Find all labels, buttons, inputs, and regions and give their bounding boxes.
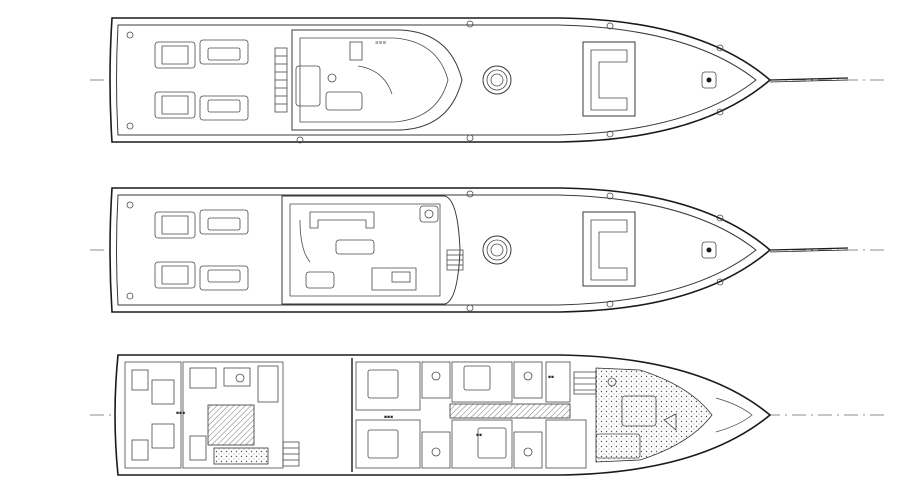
upper-bulwark xyxy=(116,24,757,136)
lower-forward-master-cabin xyxy=(595,367,713,463)
main-aft-seating xyxy=(154,209,249,291)
main-cleats xyxy=(126,190,724,312)
upper-windlass xyxy=(701,71,717,89)
lower-labels: ▪▪▪ ▪▪▪ ▪▪ ▪▪ xyxy=(176,375,554,438)
upper-stair xyxy=(274,47,288,113)
upper-cleats xyxy=(126,20,724,144)
upper-hull-outline xyxy=(109,17,772,143)
upper-foredeck-lounge xyxy=(582,41,636,117)
main-bowsprit xyxy=(769,247,849,251)
svg-text:▪▪▪: ▪▪▪ xyxy=(176,411,185,416)
upper-deck-plan: ≡≡≡ xyxy=(90,17,885,144)
upper-bowsprit xyxy=(769,77,849,81)
main-deck-plan xyxy=(90,187,885,313)
svg-text:▪▪: ▪▪ xyxy=(548,375,554,380)
svg-text:▪▪: ▪▪ xyxy=(476,433,482,438)
svg-text:≡≡≡: ≡≡≡ xyxy=(375,41,387,46)
svg-text:▪▪▪: ▪▪▪ xyxy=(384,415,393,420)
lower-engine-room xyxy=(124,361,182,469)
main-bulwark xyxy=(116,194,757,306)
upper-skylight xyxy=(482,65,512,95)
lower-corridor xyxy=(449,403,571,419)
lower-crew-stair xyxy=(282,441,300,467)
lower-guest-cabins-mid xyxy=(451,361,543,469)
lower-guest-cabins-aft xyxy=(355,361,451,469)
upper-flybridge: ≡≡≡ xyxy=(291,29,463,131)
lower-crew-area xyxy=(182,361,284,469)
main-steps xyxy=(446,249,464,271)
main-foredeck-lounge xyxy=(582,211,636,287)
lower-deck-plan: ▪▪▪ ▪▪▪ ▪▪ ▪▪ xyxy=(90,354,885,476)
main-skylight xyxy=(482,235,512,265)
lower-forepeak xyxy=(715,397,753,433)
upper-aft-seating xyxy=(154,39,249,121)
main-windlass xyxy=(701,241,717,259)
